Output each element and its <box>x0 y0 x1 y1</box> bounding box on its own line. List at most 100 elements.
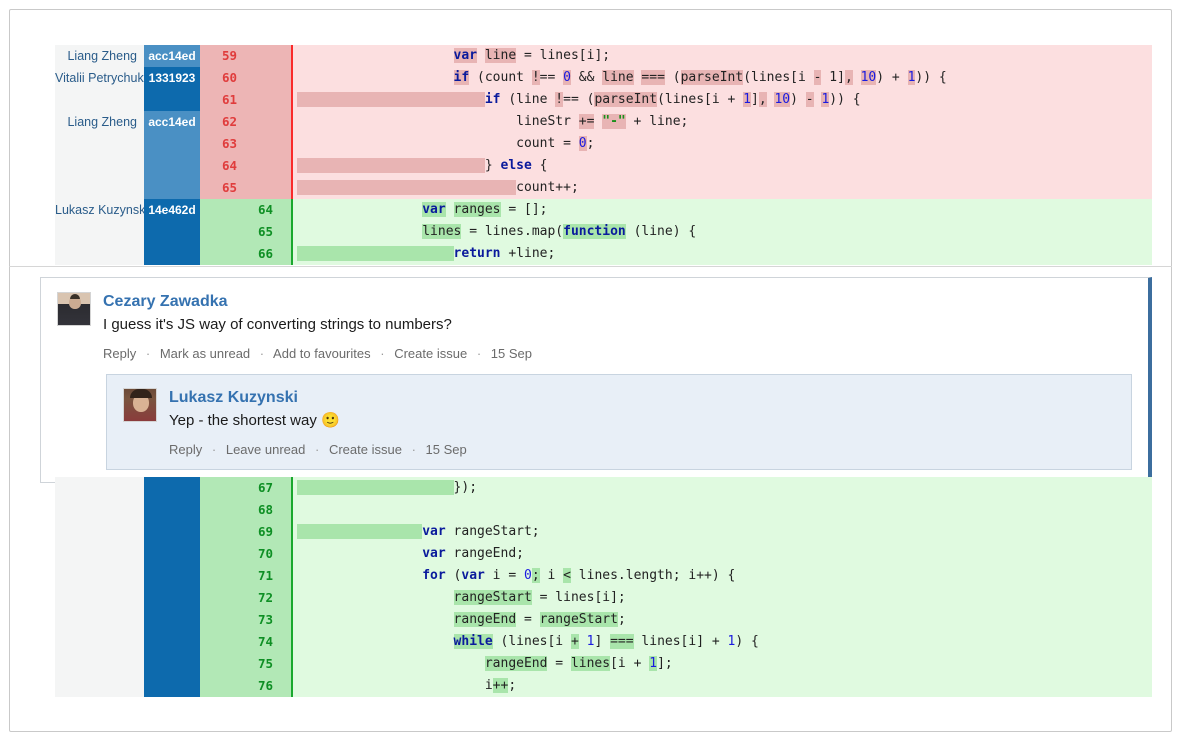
commit-hash[interactable] <box>144 499 200 521</box>
commit-hash[interactable] <box>144 221 200 243</box>
code-line: count = 0; <box>293 133 1152 155</box>
code-line <box>293 499 1152 521</box>
diff-author <box>55 521 144 543</box>
commit-hash[interactable] <box>144 675 200 697</box>
commit-hash[interactable] <box>144 543 200 565</box>
code-line: for (var i = 0; i < lines.length; i++) { <box>293 565 1152 587</box>
commit-hash[interactable] <box>144 565 200 587</box>
avatar[interactable] <box>57 292 91 326</box>
diff-row[interactable]: 72 rangeStart = lines[i]; <box>55 587 1152 609</box>
commit-hash[interactable] <box>144 89 200 111</box>
code-line: } else { <box>293 155 1152 177</box>
diff-author <box>55 609 144 631</box>
commit-hash[interactable] <box>144 177 200 199</box>
line-number: 68 <box>200 499 293 521</box>
diff-row[interactable]: 70 var rangeEnd; <box>55 543 1152 565</box>
commit-hash[interactable]: acc14ed <box>144 45 200 67</box>
commit-hash[interactable]: 14e462d <box>144 199 200 221</box>
reply-text: Yep - the shortest way 🙂 <box>169 410 1115 431</box>
commit-hash[interactable] <box>144 133 200 155</box>
diff-author: Liang Zheng <box>55 45 144 67</box>
diff-row[interactable]: 65 lines = lines.map(function (line) { <box>55 221 1152 243</box>
reply-author-name[interactable]: Lukasz Kuzynski <box>169 389 298 406</box>
diff-author <box>55 89 144 111</box>
code-line: rangeStart = lines[i]; <box>293 587 1152 609</box>
diff-row[interactable]: 71 for (var i = 0; i < lines.length; i++… <box>55 565 1152 587</box>
comment-card-reply[interactable]: Lukasz Kuzynski Yep - the shortest way 🙂… <box>106 374 1132 470</box>
comment-action-reply[interactable]: Reply <box>103 346 137 361</box>
commit-hash[interactable] <box>144 243 200 265</box>
line-number: 73 <box>200 609 293 631</box>
smiley-icon: 🙂 <box>321 412 340 429</box>
diff-author: Liang Zheng <box>55 111 144 133</box>
diff-row[interactable]: 64 } else { <box>55 155 1152 177</box>
code-line: return +line; <box>293 243 1152 265</box>
section-divider <box>9 266 1172 267</box>
comment-action-mark-as-unread[interactable]: Mark as unread <box>159 346 251 361</box>
diff-row[interactable]: 66 return +line; <box>55 243 1152 265</box>
code-line: if (line !== (parseInt(lines[i + 1], 10)… <box>293 89 1152 111</box>
reply-action-reply[interactable]: Reply <box>169 442 203 457</box>
diff-row[interactable]: 74 while (lines[i + 1] === lines[i] + 1)… <box>55 631 1152 653</box>
diff-row[interactable]: 68 <box>55 499 1152 521</box>
diff-row[interactable]: 67 }); <box>55 477 1152 499</box>
commit-hash[interactable] <box>144 477 200 499</box>
commit-hash[interactable] <box>144 587 200 609</box>
diff-row[interactable]: 63 count = 0; <box>55 133 1152 155</box>
action-separator: · <box>314 442 320 457</box>
code-line: var rangeEnd; <box>293 543 1152 565</box>
commit-hash[interactable] <box>144 521 200 543</box>
comment-action-add-to-favourites[interactable]: Add to favourites <box>273 346 371 361</box>
line-number: 75 <box>200 653 293 675</box>
commit-hash[interactable]: 1331923 <box>144 67 200 89</box>
line-number: 65 <box>200 221 293 243</box>
code-line: var rangeStart; <box>293 521 1152 543</box>
code-line: i++; <box>293 675 1152 697</box>
diff-row[interactable]: 69 var rangeStart; <box>55 521 1152 543</box>
diff-row[interactable]: 75 rangeEnd = lines[i + 1]; <box>55 653 1152 675</box>
comment-body: Cezary Zawadka I guess it's JS way of co… <box>103 292 1132 362</box>
comment-author-name[interactable]: Cezary Zawadka <box>103 293 228 310</box>
reply-action-create-issue[interactable]: Create issue <box>328 442 402 457</box>
commit-hash[interactable] <box>144 155 200 177</box>
reply-text-content: Yep - the shortest way <box>169 412 322 429</box>
line-number: 60 <box>200 67 293 89</box>
diff-author <box>55 631 144 653</box>
diff-author: Lukasz Kuzynski <box>55 199 144 221</box>
line-number: 66 <box>200 243 293 265</box>
line-number: 69 <box>200 521 293 543</box>
comment-date: 15 Sep <box>490 346 532 361</box>
reply-action-leave-unread[interactable]: Leave unread <box>225 442 306 457</box>
code-line: }); <box>293 477 1152 499</box>
line-number: 70 <box>200 543 293 565</box>
diff-author <box>55 499 144 521</box>
comment-action-create-issue[interactable]: Create issue <box>394 346 468 361</box>
diff-row[interactable]: 73 rangeEnd = rangeStart; <box>55 609 1152 631</box>
commit-hash[interactable]: acc14ed <box>144 111 200 133</box>
commit-hash[interactable] <box>144 609 200 631</box>
commit-hash[interactable] <box>144 631 200 653</box>
diff-row[interactable]: 61 if (line !== (parseInt(lines[i + 1], … <box>55 89 1152 111</box>
diff-author <box>55 221 144 243</box>
commit-hash[interactable] <box>144 653 200 675</box>
diff-row[interactable]: 76 i++; <box>55 675 1152 697</box>
avatar[interactable] <box>123 388 157 422</box>
comment-header: Cezary Zawadka I guess it's JS way of co… <box>57 292 1132 362</box>
line-number: 59 <box>200 45 293 67</box>
code-line: if (count !== 0 && line === (parseInt(li… <box>293 67 1152 89</box>
action-separator: · <box>380 346 385 361</box>
diff-author <box>55 565 144 587</box>
line-number: 74 <box>200 631 293 653</box>
action-separator: · <box>145 346 151 361</box>
diff-row[interactable]: 65 count++; <box>55 177 1152 199</box>
line-number: 65 <box>200 177 293 199</box>
diff-author: Vitalii Petrychuk <box>55 67 144 89</box>
comment-card-main[interactable]: Cezary Zawadka I guess it's JS way of co… <box>40 277 1152 483</box>
comment-actions: Reply · Mark as unread · Add to favourit… <box>103 346 1132 362</box>
